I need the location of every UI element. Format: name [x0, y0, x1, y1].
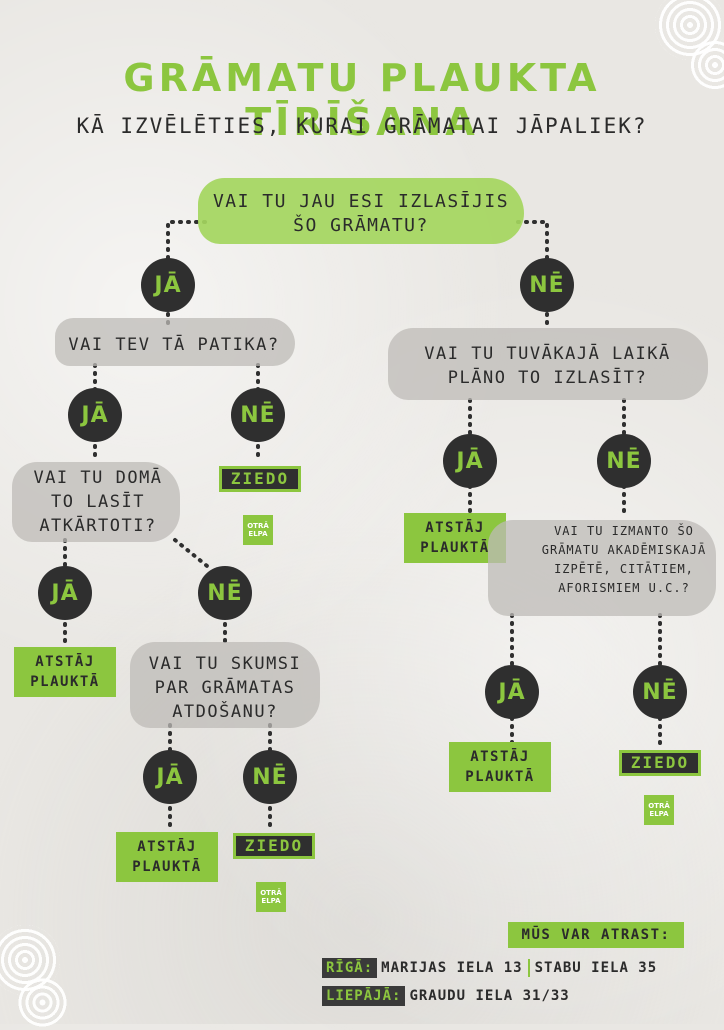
start-question-highlight: [198, 178, 524, 244]
plan-question-highlight: [388, 328, 708, 400]
footer-riga-row: RĪGĀ: MARIJAS IELA 13 STABU IELA 35: [322, 958, 657, 978]
page-title: GRĀMATU PLAUKTA TĪRĪŠANA: [123, 56, 601, 144]
yes-node-read: JĀ: [141, 258, 195, 312]
yes-node-plan: JĀ: [443, 434, 497, 488]
start-question: VAI TU JAU ESI IZLASĪJIS ŠO GRĀMATU?: [212, 191, 510, 236]
riga-label: RĪGĀ:: [322, 958, 378, 978]
no-node-plan: NĒ: [597, 434, 651, 488]
spiral-decoration-bottom-left-2: [15, 975, 70, 1030]
yes-node-liked: JĀ: [68, 388, 122, 442]
no-node-reread: NĒ: [198, 566, 252, 620]
no-node-sad: NĒ: [243, 750, 297, 804]
page-subtitle: KĀ IZVĒLĒTIES, KURAI GRĀMATAI JĀPALIEK?: [76, 114, 648, 138]
sad-question-highlight: [130, 642, 320, 728]
donate-outcome-2: ZIEDO: [233, 833, 315, 859]
keep-outcome-4: ATSTĀJ PLAUKTĀ: [449, 742, 551, 792]
liked-question: VAI TEV TĀ PATIKA?: [68, 335, 280, 355]
riga-address-1: MARIJAS IELA 13: [381, 960, 523, 976]
no-node-liked: NĒ: [231, 388, 285, 442]
riga-address-2: STABU IELA 35: [534, 960, 658, 976]
liepaja-address: GRAUDU IELA 31/33: [409, 988, 570, 1004]
plan-question: VAI TU TUVĀKAJĀ LAIKĀ PLĀNO TO IZLASĪT?: [424, 344, 671, 388]
reread-question: VAI TU DOMĀ TO LASĪT ATKĀRTOTI?: [33, 468, 163, 536]
sad-question: VAI TU SKUMSI PAR GRĀMATAS ATDOŠANU?: [148, 654, 302, 722]
yes-node-sad: JĀ: [143, 750, 197, 804]
footer-heading: MŪS VAR ATRAST:: [508, 922, 684, 948]
spiral-decoration-right: [690, 40, 724, 90]
no-node-read: NĒ: [520, 258, 574, 312]
academic-question: VAI TU IZMANTO ŠO GRĀMATU AKADĒMISKAJĀ I…: [541, 524, 707, 595]
liepaja-label: LIEPĀJĀ:: [322, 986, 406, 1006]
no-node-academic: NĒ: [633, 665, 687, 719]
keep-outcome-2: ATSTĀJ PLAUKTĀ: [116, 832, 218, 882]
liked-question-highlight: [55, 318, 295, 366]
donate-outcome-3: ZIEDO: [619, 750, 701, 776]
yes-node-reread: JĀ: [38, 566, 92, 620]
reread-question-highlight: [12, 462, 180, 542]
yes-node-academic: JĀ: [485, 665, 539, 719]
footer-liepaja-row: LIEPĀJĀ: GRAUDU IELA 31/33: [322, 986, 570, 1006]
academic-question-highlight: [488, 520, 716, 616]
address-separator: [527, 959, 530, 977]
keep-outcome-1: ATSTĀJ PLAUKTĀ: [14, 647, 116, 697]
donate-outcome-1: ZIEDO: [219, 466, 301, 492]
